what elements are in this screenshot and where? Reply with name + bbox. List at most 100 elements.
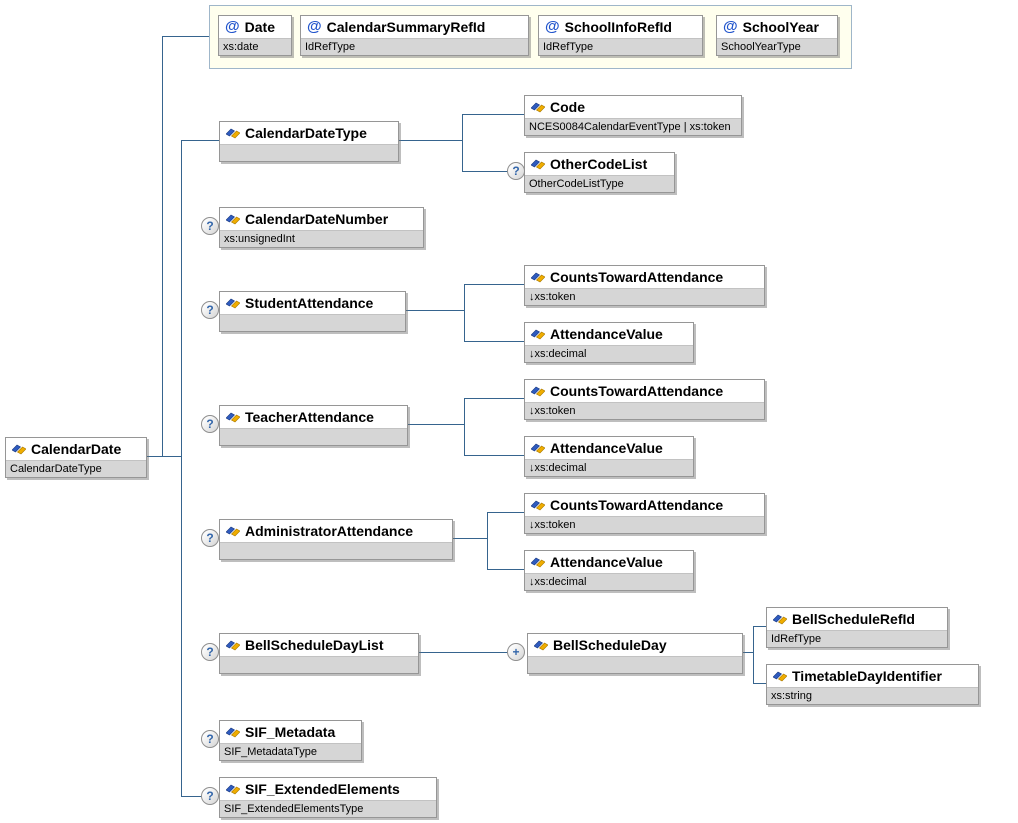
attr-type: SchoolYearType bbox=[717, 38, 837, 55]
attribute-icon: @ bbox=[225, 18, 240, 35]
element-icon bbox=[12, 444, 26, 455]
node-type: ↓xs:token bbox=[525, 402, 764, 419]
element-icon bbox=[226, 640, 240, 651]
node-calendar-date-number[interactable]: CalendarDateNumber xs:unsignedInt bbox=[219, 207, 424, 248]
node-label: TimetableDayIdentifier bbox=[792, 668, 942, 684]
node-type: xs:string bbox=[767, 687, 978, 704]
node-label: BellScheduleDay bbox=[553, 637, 667, 653]
connector-line bbox=[753, 626, 766, 627]
connector-line bbox=[162, 36, 209, 37]
node-attendance-value-administrator[interactable]: AttendanceValue ↓xs:decimal bbox=[524, 550, 694, 591]
element-icon bbox=[531, 386, 545, 397]
connector-line bbox=[181, 140, 219, 141]
node-label: CountsTowardAttendance bbox=[550, 383, 724, 399]
optional-indicator: ? bbox=[201, 415, 219, 433]
attribute-icon: @ bbox=[545, 18, 560, 35]
node-label: CalendarDateType bbox=[245, 125, 367, 141]
optional-indicator: ? bbox=[201, 217, 219, 235]
connector-line bbox=[405, 424, 464, 425]
optional-indicator: ? bbox=[201, 730, 219, 748]
element-icon bbox=[531, 329, 545, 340]
node-sif-metadata[interactable]: SIF_Metadata SIF_MetadataType bbox=[219, 720, 362, 761]
connector-line bbox=[740, 652, 754, 653]
element-icon bbox=[226, 128, 240, 139]
node-counts-toward-attendance-administrator[interactable]: CountsTowardAttendance ↓xs:token bbox=[524, 493, 765, 534]
node-label: OtherCodeList bbox=[550, 156, 648, 172]
attr-school-info-ref-id[interactable]: @ SchoolInfoRefId IdRefType bbox=[538, 15, 703, 56]
attr-label: Date bbox=[244, 19, 275, 35]
node-label: CountsTowardAttendance bbox=[550, 497, 724, 513]
node-label: AttendanceValue bbox=[550, 440, 663, 456]
connector-line bbox=[464, 398, 524, 399]
attr-type: IdRefType bbox=[539, 38, 702, 55]
attr-label: SchoolInfoRefId bbox=[564, 19, 672, 35]
attribute-icon: @ bbox=[307, 18, 322, 35]
connector-line bbox=[403, 310, 464, 311]
connector-line bbox=[464, 455, 524, 456]
node-type: xs:unsignedInt bbox=[220, 230, 423, 247]
node-type: ↓xs:token bbox=[525, 516, 764, 533]
connector-line bbox=[487, 569, 524, 570]
node-label: BellScheduleDayList bbox=[245, 637, 384, 653]
connector-line bbox=[487, 512, 524, 513]
node-counts-toward-attendance-student[interactable]: CountsTowardAttendance ↓xs:token bbox=[524, 265, 765, 306]
element-icon bbox=[226, 214, 240, 225]
element-icon bbox=[531, 159, 545, 170]
optional-indicator: ? bbox=[201, 787, 219, 805]
node-student-attendance[interactable]: StudentAttendance bbox=[219, 291, 406, 332]
element-icon bbox=[226, 412, 240, 423]
node-calendar-date-type[interactable]: CalendarDateType bbox=[219, 121, 399, 162]
node-label: CountsTowardAttendance bbox=[550, 269, 724, 285]
element-icon bbox=[773, 671, 787, 682]
optional-indicator: ? bbox=[201, 301, 219, 319]
node-type bbox=[220, 542, 452, 559]
node-timetable-day-identifier[interactable]: TimetableDayIdentifier xs:string bbox=[766, 664, 979, 705]
node-type: ↓xs:decimal bbox=[525, 459, 693, 476]
element-icon bbox=[773, 614, 787, 625]
node-type: OtherCodeListType bbox=[525, 175, 674, 192]
node-type: IdRefType bbox=[767, 630, 947, 647]
node-type bbox=[528, 656, 742, 673]
node-bell-schedule-ref-id[interactable]: BellScheduleRefId IdRefType bbox=[766, 607, 948, 648]
node-type: SIF_MetadataType bbox=[220, 743, 361, 760]
element-icon bbox=[531, 500, 545, 511]
optional-indicator: ? bbox=[201, 643, 219, 661]
node-bell-schedule-day-list[interactable]: BellScheduleDayList bbox=[219, 633, 419, 674]
node-type: ↓xs:decimal bbox=[525, 573, 693, 590]
node-other-code-list[interactable]: OtherCodeList OtherCodeListType bbox=[524, 152, 675, 193]
node-teacher-attendance[interactable]: TeacherAttendance bbox=[219, 405, 408, 446]
connector-line bbox=[462, 114, 524, 115]
optional-indicator: ? bbox=[201, 529, 219, 547]
node-sif-extended-elements[interactable]: SIF_ExtendedElements SIF_ExtendedElement… bbox=[219, 777, 437, 818]
node-bell-schedule-day[interactable]: BellScheduleDay bbox=[527, 633, 743, 674]
node-calendar-date[interactable]: CalendarDate CalendarDateType bbox=[5, 437, 147, 478]
attr-school-year[interactable]: @ SchoolYear SchoolYearType bbox=[716, 15, 838, 56]
repeat-indicator: + bbox=[507, 643, 525, 661]
attribute-icon: @ bbox=[723, 18, 738, 35]
node-label: CalendarDate bbox=[31, 441, 122, 457]
element-icon bbox=[226, 784, 240, 795]
connector-line bbox=[753, 626, 754, 684]
node-type: ↓xs:token bbox=[525, 288, 764, 305]
connector-line bbox=[181, 140, 182, 797]
node-attendance-value-teacher[interactable]: AttendanceValue ↓xs:decimal bbox=[524, 436, 694, 477]
connector-line bbox=[464, 398, 465, 456]
attr-label: CalendarSummaryRefId bbox=[326, 19, 486, 35]
node-label: AttendanceValue bbox=[550, 326, 663, 342]
node-attendance-value-student[interactable]: AttendanceValue ↓xs:decimal bbox=[524, 322, 694, 363]
connector-line bbox=[162, 36, 163, 456]
node-type bbox=[220, 144, 398, 161]
element-icon bbox=[531, 272, 545, 283]
node-administrator-attendance[interactable]: AdministratorAttendance bbox=[219, 519, 453, 560]
attr-date[interactable]: @ Date xs:date bbox=[218, 15, 292, 56]
element-icon bbox=[531, 557, 545, 568]
connector-line bbox=[462, 171, 508, 172]
element-icon bbox=[534, 640, 548, 651]
node-type: SIF_ExtendedElementsType bbox=[220, 800, 436, 817]
node-counts-toward-attendance-teacher[interactable]: CountsTowardAttendance ↓xs:token bbox=[524, 379, 765, 420]
connector-line bbox=[181, 796, 202, 797]
attr-calendar-summary-ref-id[interactable]: @ CalendarSummaryRefId IdRefType bbox=[300, 15, 529, 56]
element-icon bbox=[226, 298, 240, 309]
element-icon bbox=[226, 526, 240, 537]
node-code[interactable]: Code NCES0084CalendarEventType | xs:toke… bbox=[524, 95, 742, 136]
